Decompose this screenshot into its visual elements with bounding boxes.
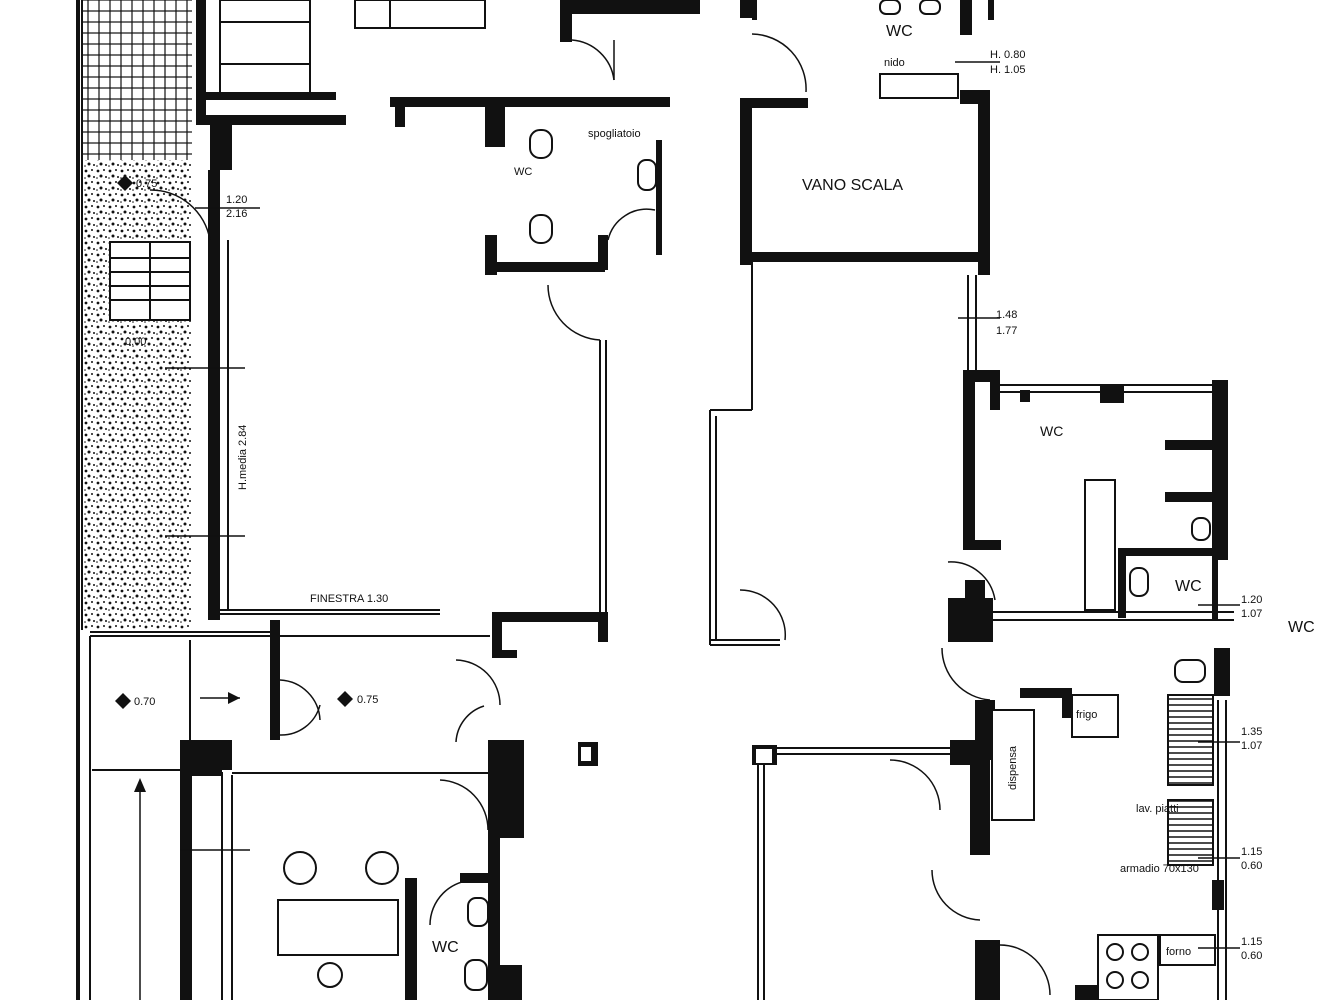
label-elev-000: 0.00 [125, 336, 146, 348]
room-label-wc-right-1: WC [1040, 423, 1063, 439]
room-label-wc-top-right: WC [886, 23, 913, 40]
label-elev-075-b: 0.75 [357, 694, 378, 706]
exterior-left [76, 0, 192, 1000]
label-armadio: armadio 70x130 [1120, 863, 1199, 875]
label-dim-060-b: 0.60 [1241, 950, 1262, 962]
label-dim-148: 1.48 [996, 309, 1017, 321]
walls [89, 0, 1234, 1000]
label-nido: nido [884, 57, 905, 69]
label-dim-115-b: 1.15 [1241, 936, 1262, 948]
label-h080: H. 0.80 [990, 49, 1025, 61]
label-dim-216: 2.16 [226, 208, 247, 220]
room-label-wc-bottom: WC [432, 939, 459, 956]
label-elev-075-a: 0.75 [136, 178, 157, 190]
room-label-vano-scala: VANO SCALA [802, 177, 903, 194]
label-dim-107: 1.07 [1241, 608, 1262, 620]
label-frigo: frigo [1076, 709, 1097, 721]
label-h105: H. 1.05 [990, 64, 1025, 76]
label-dim-177: 1.77 [996, 325, 1017, 337]
fixtures [277, 0, 1216, 1000]
label-dispensa: dispensa [1007, 745, 1019, 790]
room-label-wc-right-2: WC [1175, 578, 1202, 595]
label-dim-115: 1.15 [1241, 846, 1262, 858]
room-labels: VANO SCALA WC WC WC WC WC WC nido spogli… [125, 23, 1315, 962]
label-lavastoviglie: lav. piatti [1136, 803, 1179, 815]
label-spogliatoio: spogliatoio [588, 128, 641, 140]
door-swings [149, 33, 1051, 996]
label-elev-070: 0.70 [134, 696, 155, 708]
label-forno: forno [1166, 946, 1191, 958]
room-label-wc-right-3: WC [1288, 619, 1315, 636]
top-left-room [219, 0, 486, 97]
label-dim-060: 0.60 [1241, 860, 1262, 872]
label-dim-120-b: 1.20 [1241, 594, 1262, 606]
label-dim-135: 1.35 [1241, 726, 1262, 738]
label-dim-107-b: 1.07 [1241, 740, 1262, 752]
room-label-wc-top-center: WC [514, 166, 532, 178]
label-dim-120: 1.20 [226, 194, 247, 206]
dimension-ticks [115, 61, 1240, 1000]
label-altezza-284: H.media 2.84 [237, 425, 249, 490]
label-finestra: FINESTRA 1.30 [310, 593, 388, 605]
